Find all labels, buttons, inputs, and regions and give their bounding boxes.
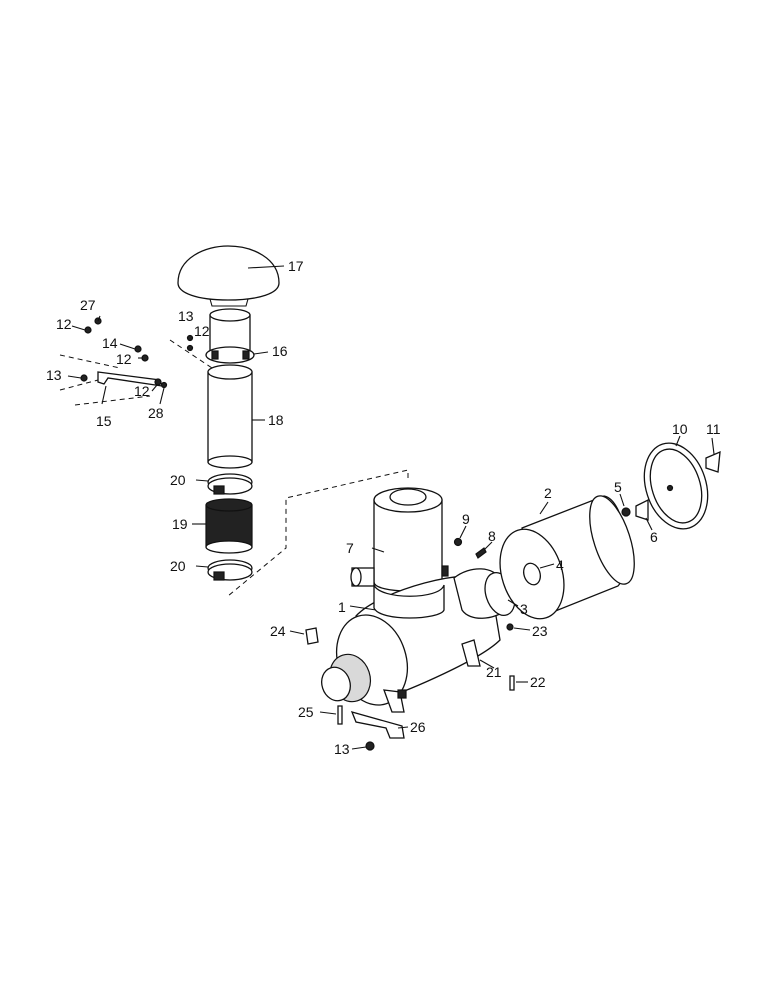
clamp-upper [205,346,269,364]
main-housing [321,487,516,713]
callout-22: 22 [530,674,546,690]
leader-lines [289,435,715,750]
callout-8: 8 [488,528,496,544]
intake-tube [207,364,265,469]
callout-13c: 13 [334,741,350,757]
callout-26: 26 [410,719,426,735]
end-cover [643,442,721,530]
callout-10: 10 [672,421,688,437]
mounting-bracket [59,315,216,406]
callout-15: 15 [96,413,112,429]
wing-nut-assembly [621,498,649,521]
callout-24: 24 [270,623,286,639]
callout-25: 25 [298,704,314,720]
adapter-sleeve [209,308,251,352]
callout-7: 7 [346,540,354,556]
callout-18: 18 [268,412,284,428]
filter-element [499,495,635,620]
callout-20a: 20 [170,472,186,488]
callout-23: 23 [532,623,548,639]
callout-13b: 13 [46,367,62,383]
callout-12d: 12 [134,383,150,399]
callout-labels: 1 2 3 4 5 6 7 8 9 10 11 12 12 12 12 13 1… [46,258,721,757]
callout-13a: 13 [178,308,194,324]
callout-12a: 12 [56,316,72,332]
callout-9: 9 [462,511,470,527]
hardware-small-parts [305,537,515,751]
callout-3: 3 [520,601,528,617]
callout-14: 14 [102,335,118,351]
callout-1: 1 [338,599,346,615]
callout-27: 27 [80,297,96,313]
callout-19: 19 [172,516,188,532]
callout-28: 28 [148,405,164,421]
precleaner-cap [177,245,285,307]
callout-21: 21 [486,664,502,680]
callout-12c: 12 [116,351,132,367]
callout-6: 6 [650,529,658,545]
callout-4: 4 [556,557,564,573]
callout-17: 17 [288,258,304,274]
hose [192,498,253,554]
callout-2: 2 [544,485,552,501]
clamp-20-upper [195,473,253,495]
callout-12b: 12 [194,323,210,339]
callout-16: 16 [272,343,288,359]
callout-20b: 20 [170,558,186,574]
clamp-20-lower [195,559,253,581]
callout-5: 5 [614,479,622,495]
callout-11: 11 [706,421,721,437]
